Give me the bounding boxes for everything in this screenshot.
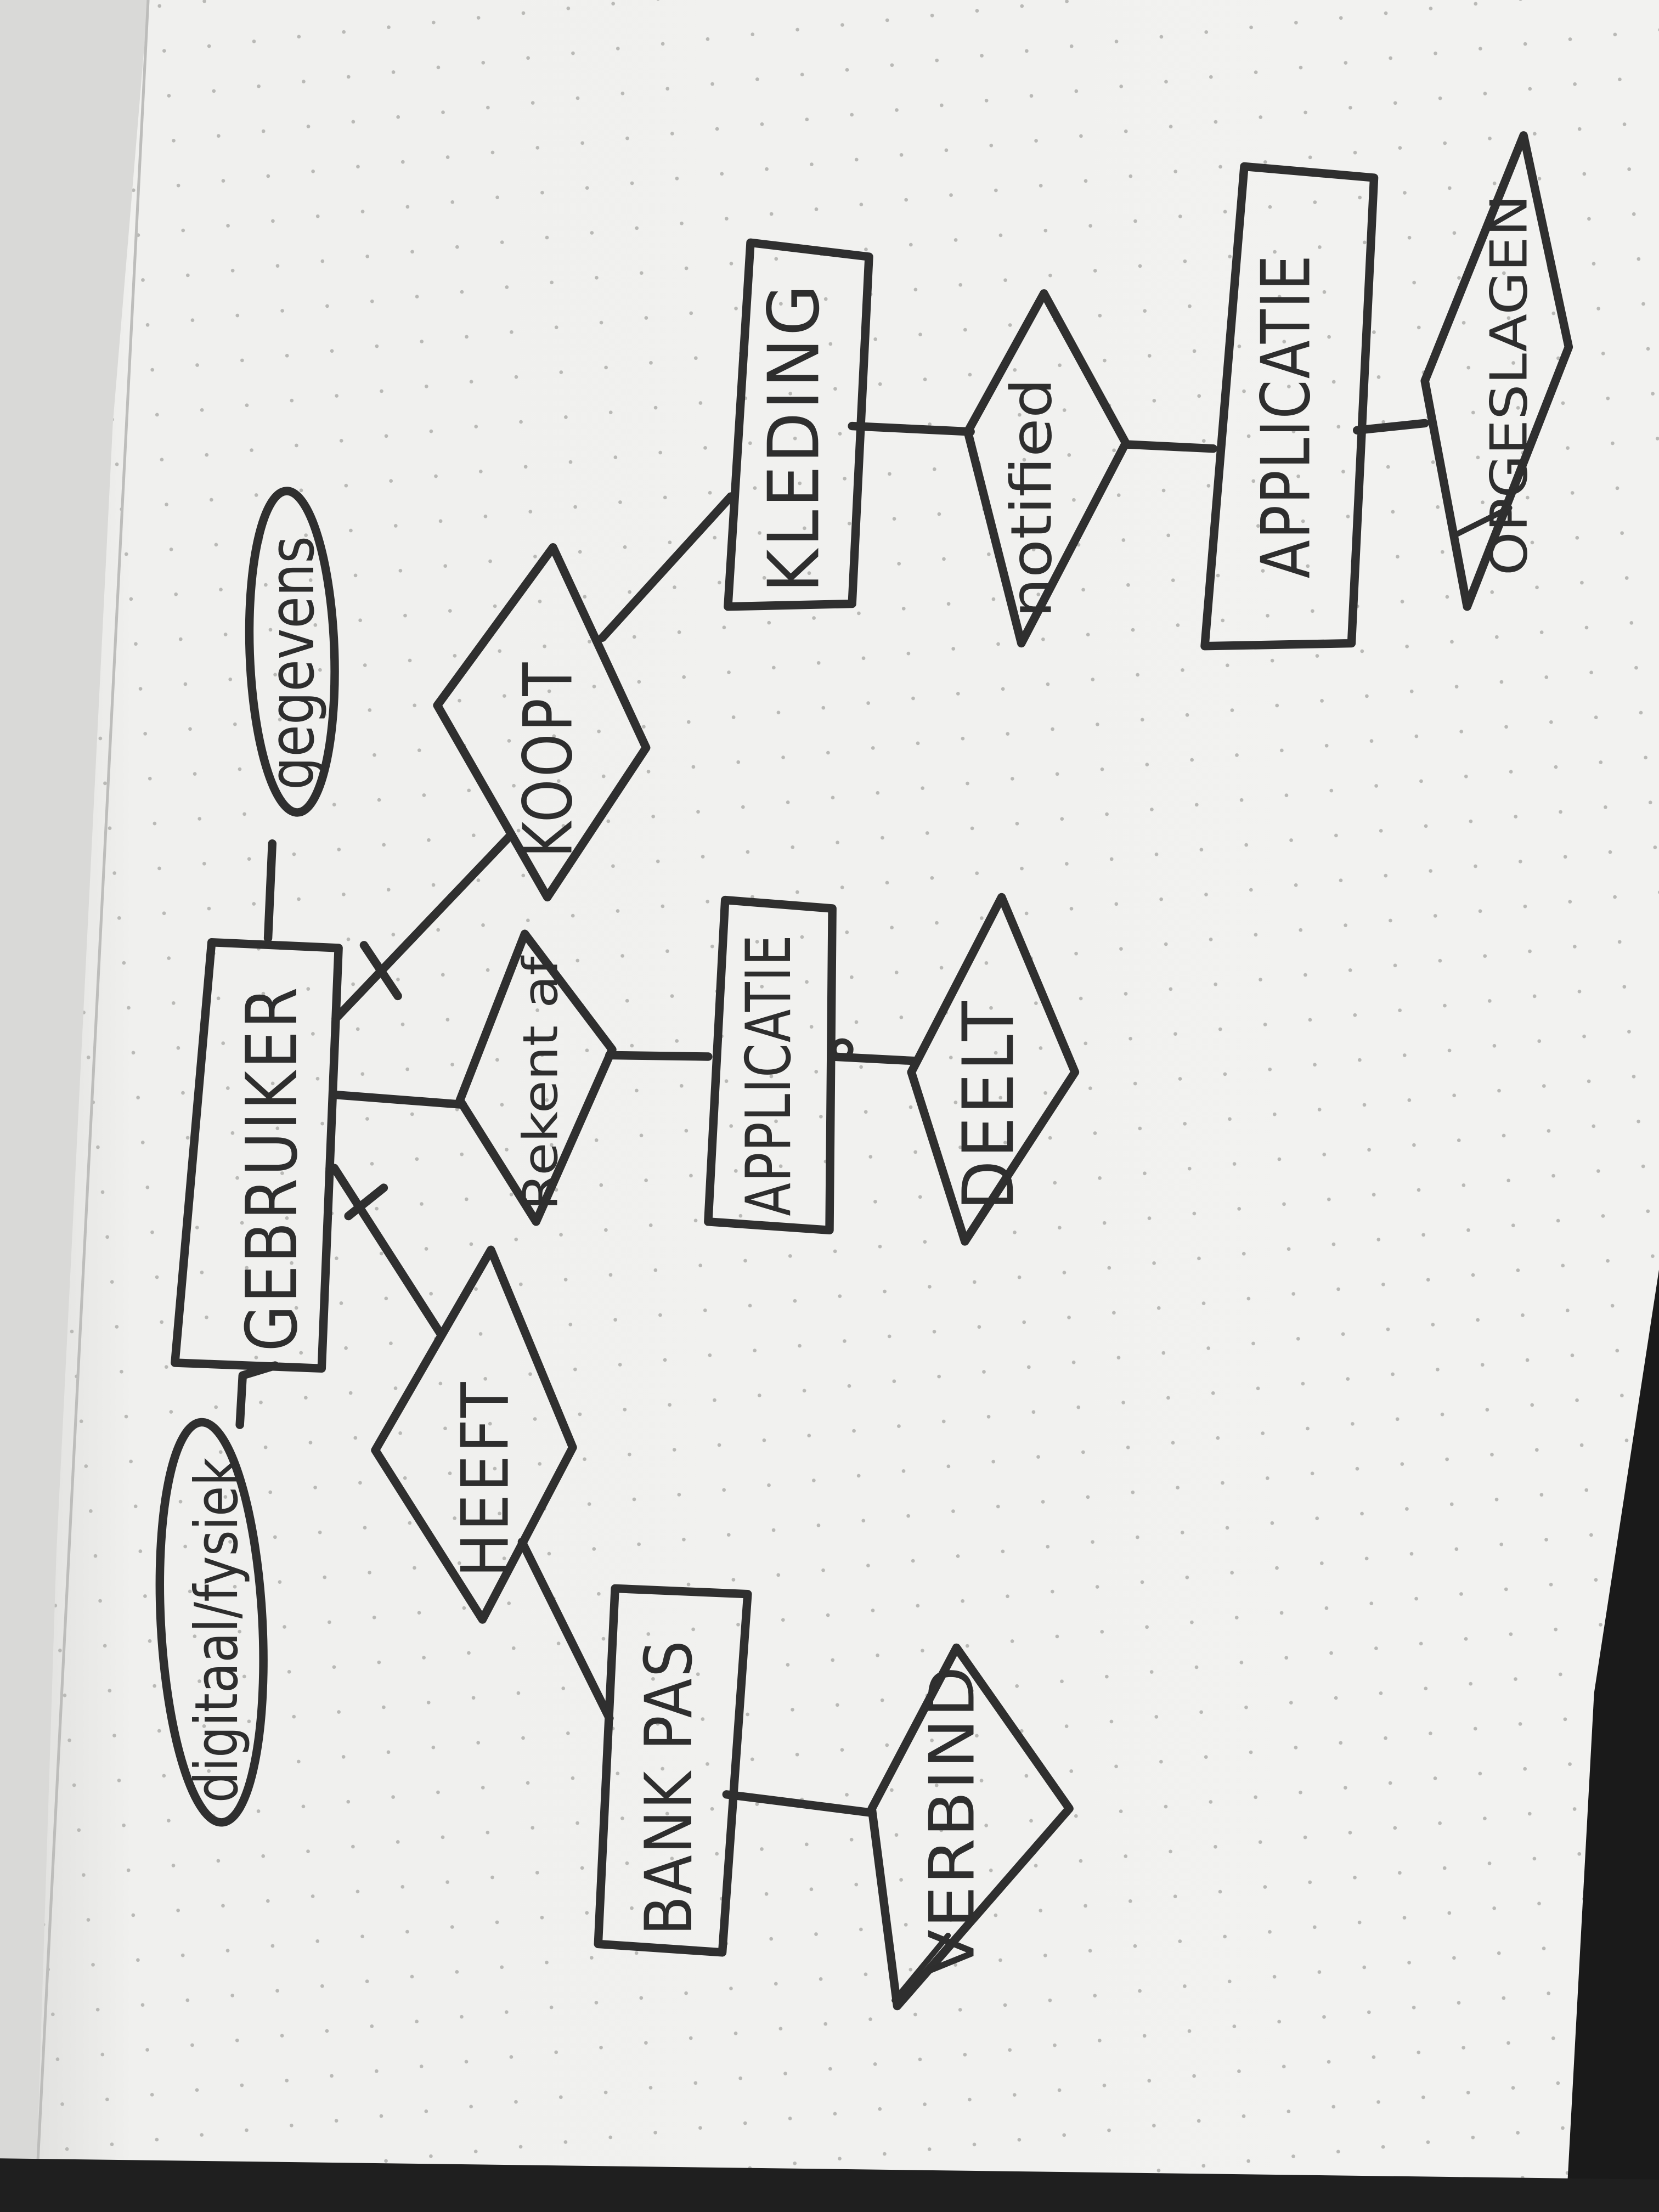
relationship-deelt-label: DEELT [948,999,1030,1211]
line-gebruiker-gegevens [263,839,277,943]
relationship-koopt-label: KOOPT [509,660,588,857]
entity-applicatie-top: APPLICATIE [1200,162,1379,651]
strike-verbind [891,1932,951,2004]
entity-bankpas: BANK PAS [594,1584,752,1957]
relationship-notified: notified [963,289,1130,648]
line-gebruiker-rekent-af [330,1090,467,1109]
relationship-rekent-af-diamond [455,929,617,1226]
entity-gebruiker-box [171,938,343,1373]
relationship-deelt-diamond [907,893,1080,1246]
entity-applicatie-top-label: APPLICATIE [1246,254,1325,578]
entity-gebruiker: GEBRUIKER [171,938,343,1373]
relationship-heeft: HEEFT [371,1245,577,1624]
entity-applicatie-mid: APPLICATIE [704,895,837,1235]
relationship-rekent-af: Rekent af [455,929,617,1226]
relationship-heeft-diamond [371,1245,577,1624]
line-applicatie-opgeslagen [1353,419,1429,435]
attribute-gegevens: gegevens [245,487,339,817]
dark-background-bottom [0,2158,1659,2212]
line-rekent-af-applicatie [605,1051,713,1061]
attribute-gegevens-label: gegevens [256,536,328,790]
entity-bankpas-label: BANK PAS [631,1639,707,1936]
relationship-notified-diamond [963,289,1130,648]
relationship-heeft-label: HEEFT [448,1380,523,1577]
connector-lines [235,419,1429,1818]
line-notified-applicatie [1121,440,1218,453]
entity-kleding: KLEDING [724,238,873,611]
relationship-opgeslagen: OPGESLAGEN [1420,131,1573,611]
entity-applicatie-mid-label: APPLICATIE [732,934,805,1216]
mark-koopt [359,941,402,1001]
entity-gebruiker-label: GEBRUIKER [232,985,313,1352]
dark-background [1566,1269,1659,2212]
page-binding-edge [0,0,148,2212]
entity-applicatie-mid-box [704,895,837,1235]
relationship-opgeslagen-diamond [1420,131,1573,611]
line-heeft-bankpas [517,1537,614,1723]
strike-opgeslagen [1450,505,1513,539]
entity-applicatie-top-box [1200,162,1379,651]
page-fold-line [33,0,150,2212]
relationship-deelt: DEELT [907,893,1080,1246]
relationship-verbind: VERBIND [867,1643,1074,2011]
entity-kleding-box [724,238,873,611]
attribute-digitaal-fysiek: digitaal/fysiek [155,1418,268,1827]
relationship-rekent-af-label: Rekent af [513,955,569,1210]
line-koopt-kleding [598,492,735,642]
line-bankpas-verbind [722,1790,876,1818]
mark-heeft [344,1183,388,1221]
line-kleding-notified [848,421,975,436]
relationship-opgeslagen-label: OPGESLAGEN [1479,195,1538,575]
relationship-verbind-diamond [867,1643,1074,2011]
entity-bankpas-box [594,1584,752,1957]
relationship-koopt-diamond [433,543,651,902]
entity-kleding-label: KLEDING [753,282,835,592]
attribute-gegevens-oval [245,487,339,817]
relationship-notified-label: notified [1000,378,1065,618]
line-gebruiker-koopt [331,831,515,1023]
relationship-verbind-label: VERBIND [916,1664,988,1975]
attribute-digitaal-fysiek-label: digitaal/fysiek [183,1457,251,1803]
relationship-koopt: KOOPT [433,543,651,902]
line-gebruiker-heeft [330,1164,444,1338]
attribute-digitaal-fysiek-oval [155,1418,268,1827]
